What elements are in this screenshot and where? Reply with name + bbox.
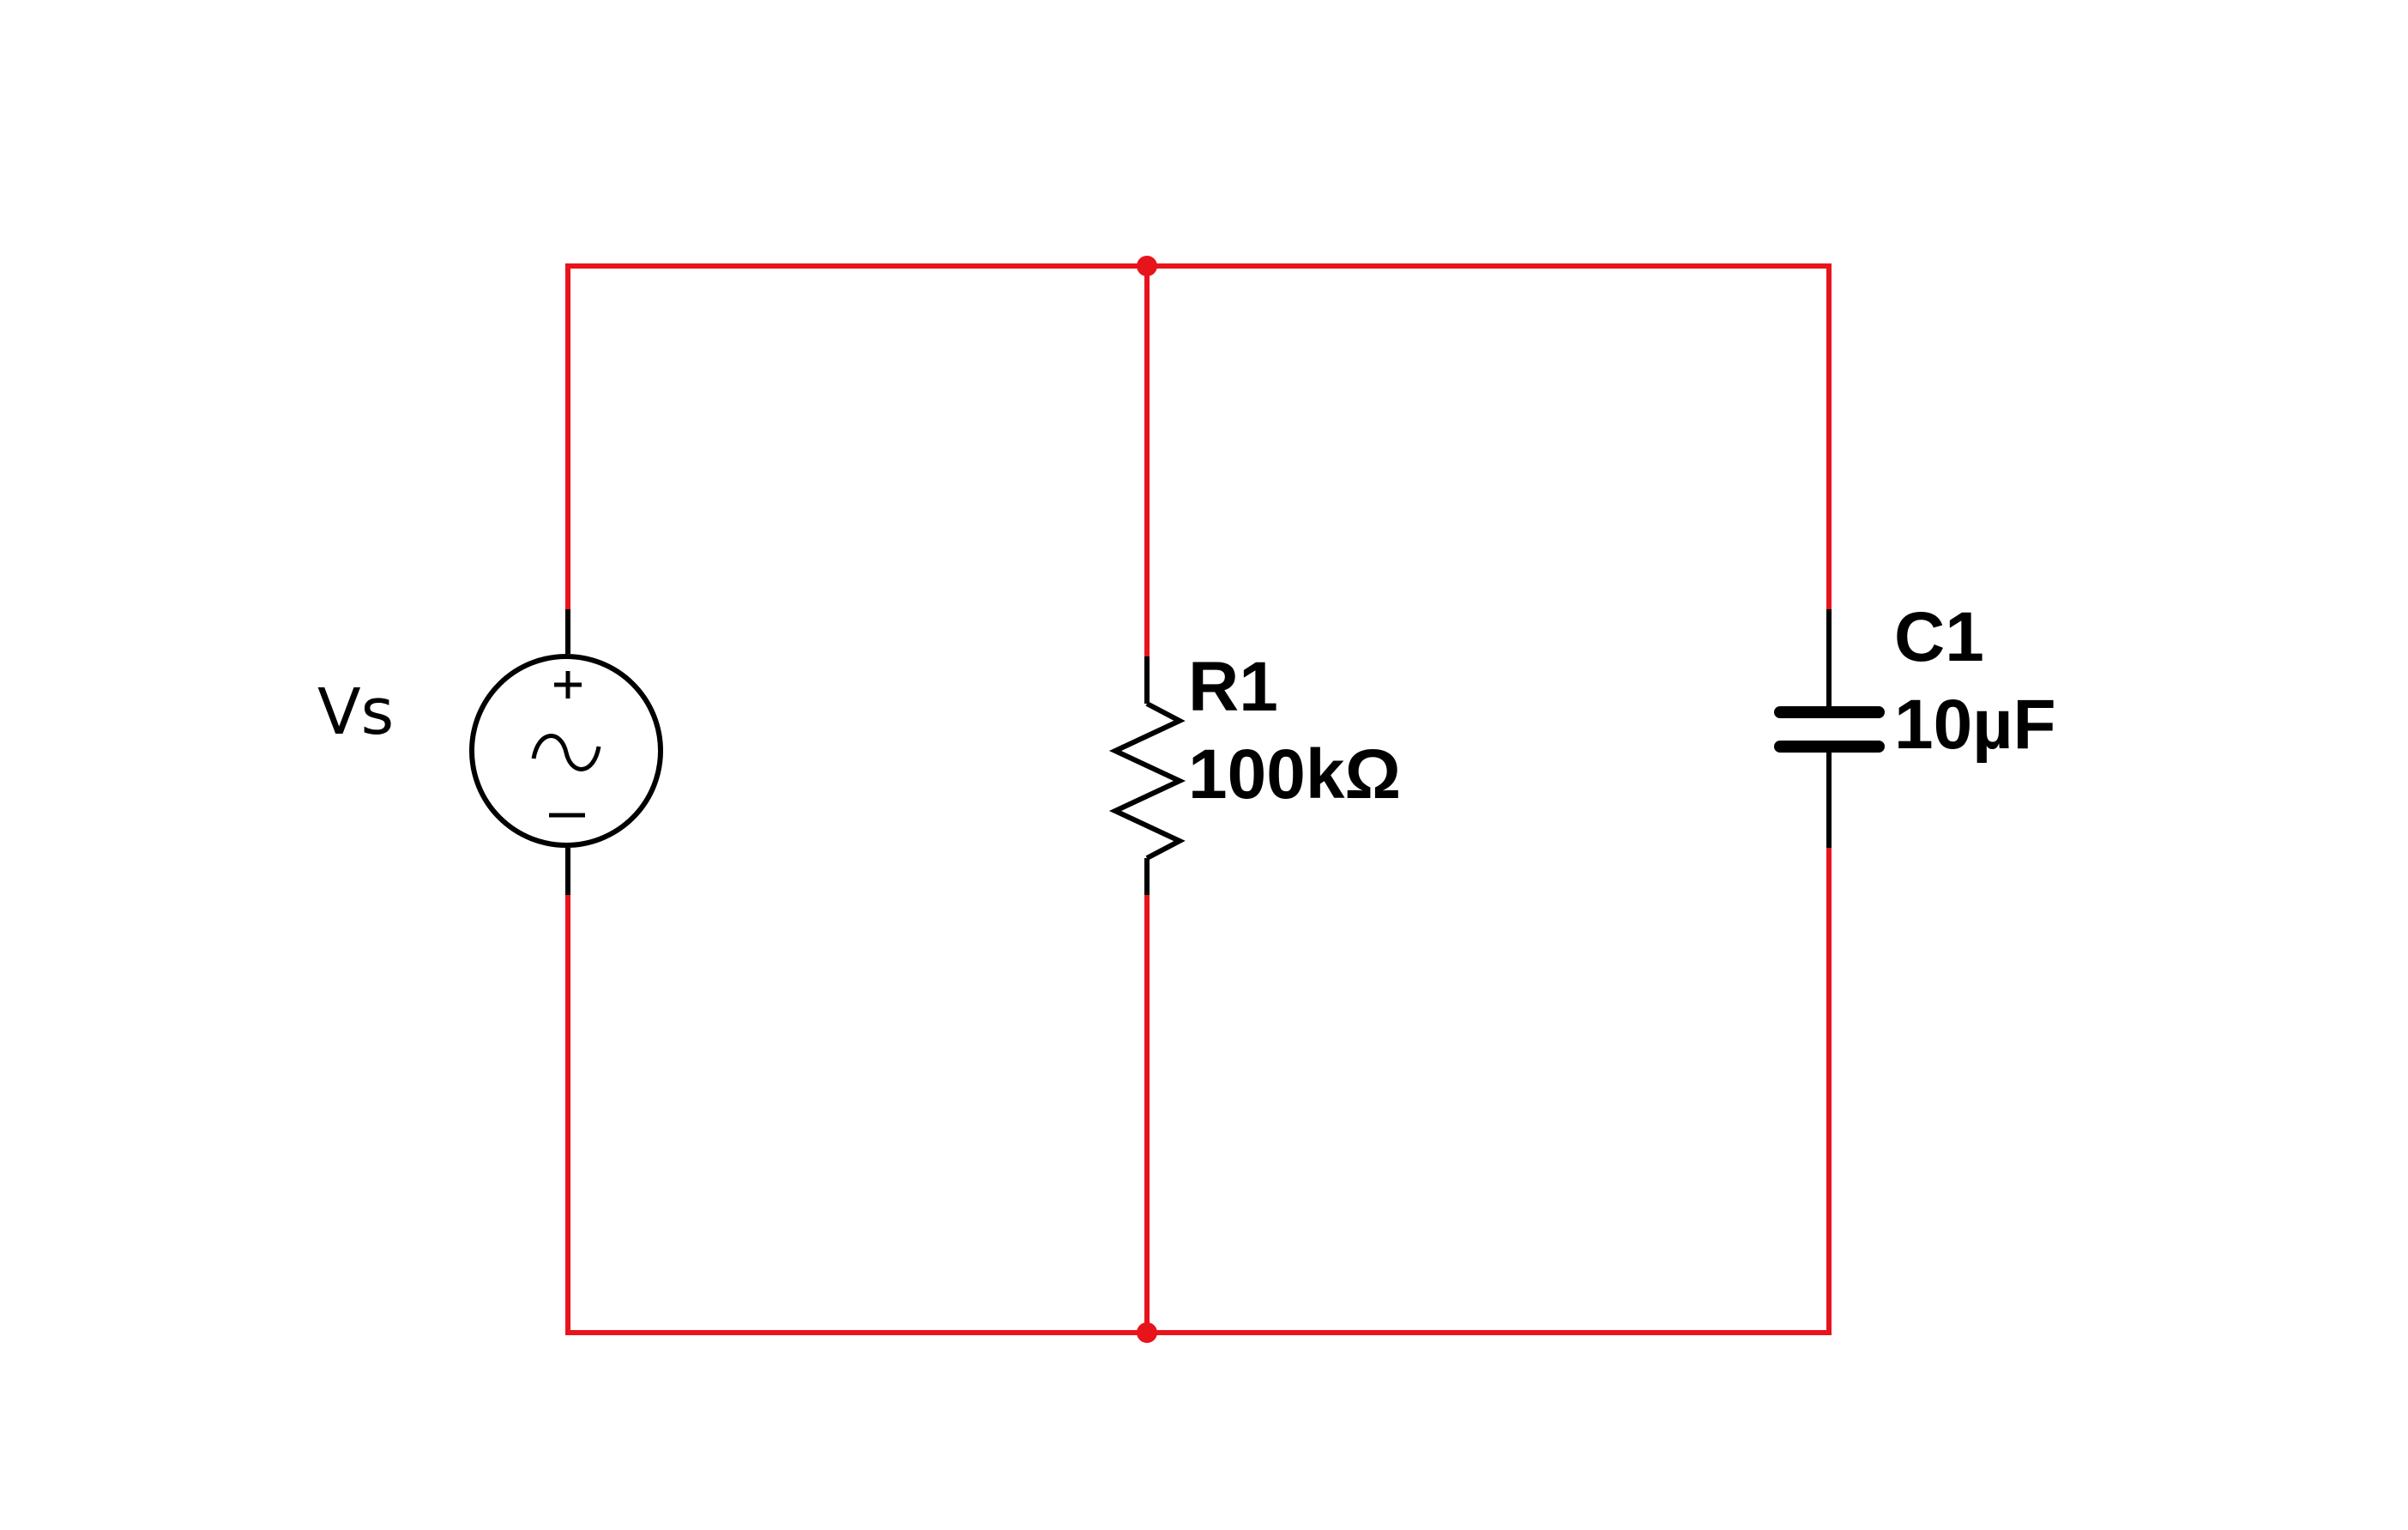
capacitor-value-label: 10µF (1894, 686, 2056, 764)
source-circle (469, 654, 663, 848)
resistor-value-label: 100kΩ (1188, 735, 1401, 813)
resistor-zigzag-icon (1108, 701, 1186, 861)
source-label: Vs (317, 675, 394, 749)
sine-wave-icon (531, 734, 601, 771)
plus-icon (554, 671, 582, 698)
capacitor-name-label: C1 (1894, 598, 1984, 676)
wires (565, 263, 1832, 1335)
junction-dot-top (1137, 256, 1157, 276)
ac-voltage-source[interactable] (469, 609, 663, 895)
resistor-name-label: R1 (1188, 648, 1278, 726)
junction-dot-bottom (1137, 1322, 1157, 1343)
resistor-r1[interactable] (1108, 656, 1186, 895)
capacitor-c1[interactable] (1774, 609, 1885, 848)
